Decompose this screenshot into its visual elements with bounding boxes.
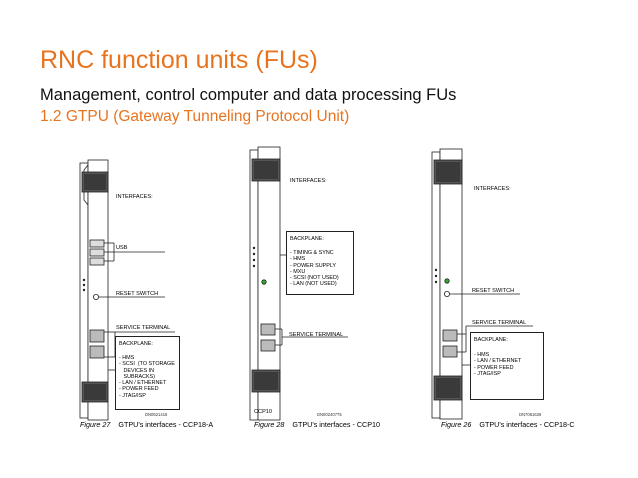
- ccp10-backplane-title: BACKPLANE:: [290, 236, 324, 242]
- ccp10-service-label: SERVICE TERMINAL: [289, 332, 344, 338]
- ccp18a-backplane-box: [115, 336, 180, 410]
- ccp10-caption-text: GTPU's interfaces - CCP10: [292, 420, 381, 429]
- ccp10-drawing-code: DN00240775: [317, 412, 342, 417]
- ccp10-caption: Figure 28 GTPU's interfaces - CCP10: [254, 420, 380, 429]
- ccp18c-reset-label: RESET SWITCH: [472, 288, 515, 294]
- slide-title: RNC function units (FUs): [40, 46, 318, 74]
- ccp18a-caption: Figure 27 GTPU's interfaces - CCP18-A: [80, 420, 213, 429]
- ccp10-unit-drawing: [249, 146, 348, 421]
- ccp18a-caption-text: GTPU's interfaces - CCP18-A: [118, 420, 214, 429]
- ccp18a-usb-label: USB: [116, 245, 128, 251]
- ccp18a-backplane-items: - HMS - SCSI (TO STORAGE DEVICES IN SUBR…: [119, 355, 175, 399]
- ccp18a-interfaces-label: INTERFACES:: [116, 194, 153, 200]
- ccp10-interfaces-label: INTERFACES:: [290, 178, 327, 184]
- ccp18a-figure-number: Figure 27: [80, 420, 111, 429]
- ccp18c-backplane-title: BACKPLANE:: [474, 337, 508, 343]
- ccp18c-service-label: SERVICE TERMINAL: [472, 320, 527, 326]
- ccp18a-backplane-title: BACKPLANE:: [119, 341, 153, 347]
- ccp18a-unit-drawing: [79, 159, 175, 421]
- ccp10-figure-number: Figure 28: [254, 420, 285, 429]
- ccp18a-service-label: SERVICE TERMINAL: [116, 325, 171, 331]
- ccp18c-figure-number: Figure 26: [441, 420, 472, 429]
- ccp18a-drawing-code: DN0621416: [145, 412, 168, 417]
- ccp18c-backplane-items: - HMS - LAN / ETHERNET - POWER FEED - JT…: [474, 352, 522, 377]
- ccp18c-caption-text: GTPU's interfaces - CCP18-C: [479, 420, 575, 429]
- slide-subtitle: Management, control computer and data pr…: [40, 86, 457, 104]
- ccp18a-reset-label: RESET SWITCH: [116, 291, 159, 297]
- ccp10-backplane-box: [286, 231, 354, 295]
- ccp18c-drawing-code: DN7061626: [519, 412, 542, 417]
- ccp18c-backplane-box: [470, 332, 544, 400]
- ccp18c-caption: Figure 26 GTPU's interfaces - CCP18-C: [441, 420, 575, 429]
- ccp18c-unit-drawing: [431, 148, 533, 420]
- ccp10-backplane-items: - TIMING & SYNC - HMS - POWER SUPPLY - M…: [290, 250, 339, 288]
- ccp18c-interfaces-label: INTERFACES:: [474, 186, 511, 192]
- section-heading: 1.2 GTPU (Gateway Tunneling Protocol Uni…: [40, 108, 350, 125]
- ccp10-unit-label: CCP10: [254, 409, 273, 415]
